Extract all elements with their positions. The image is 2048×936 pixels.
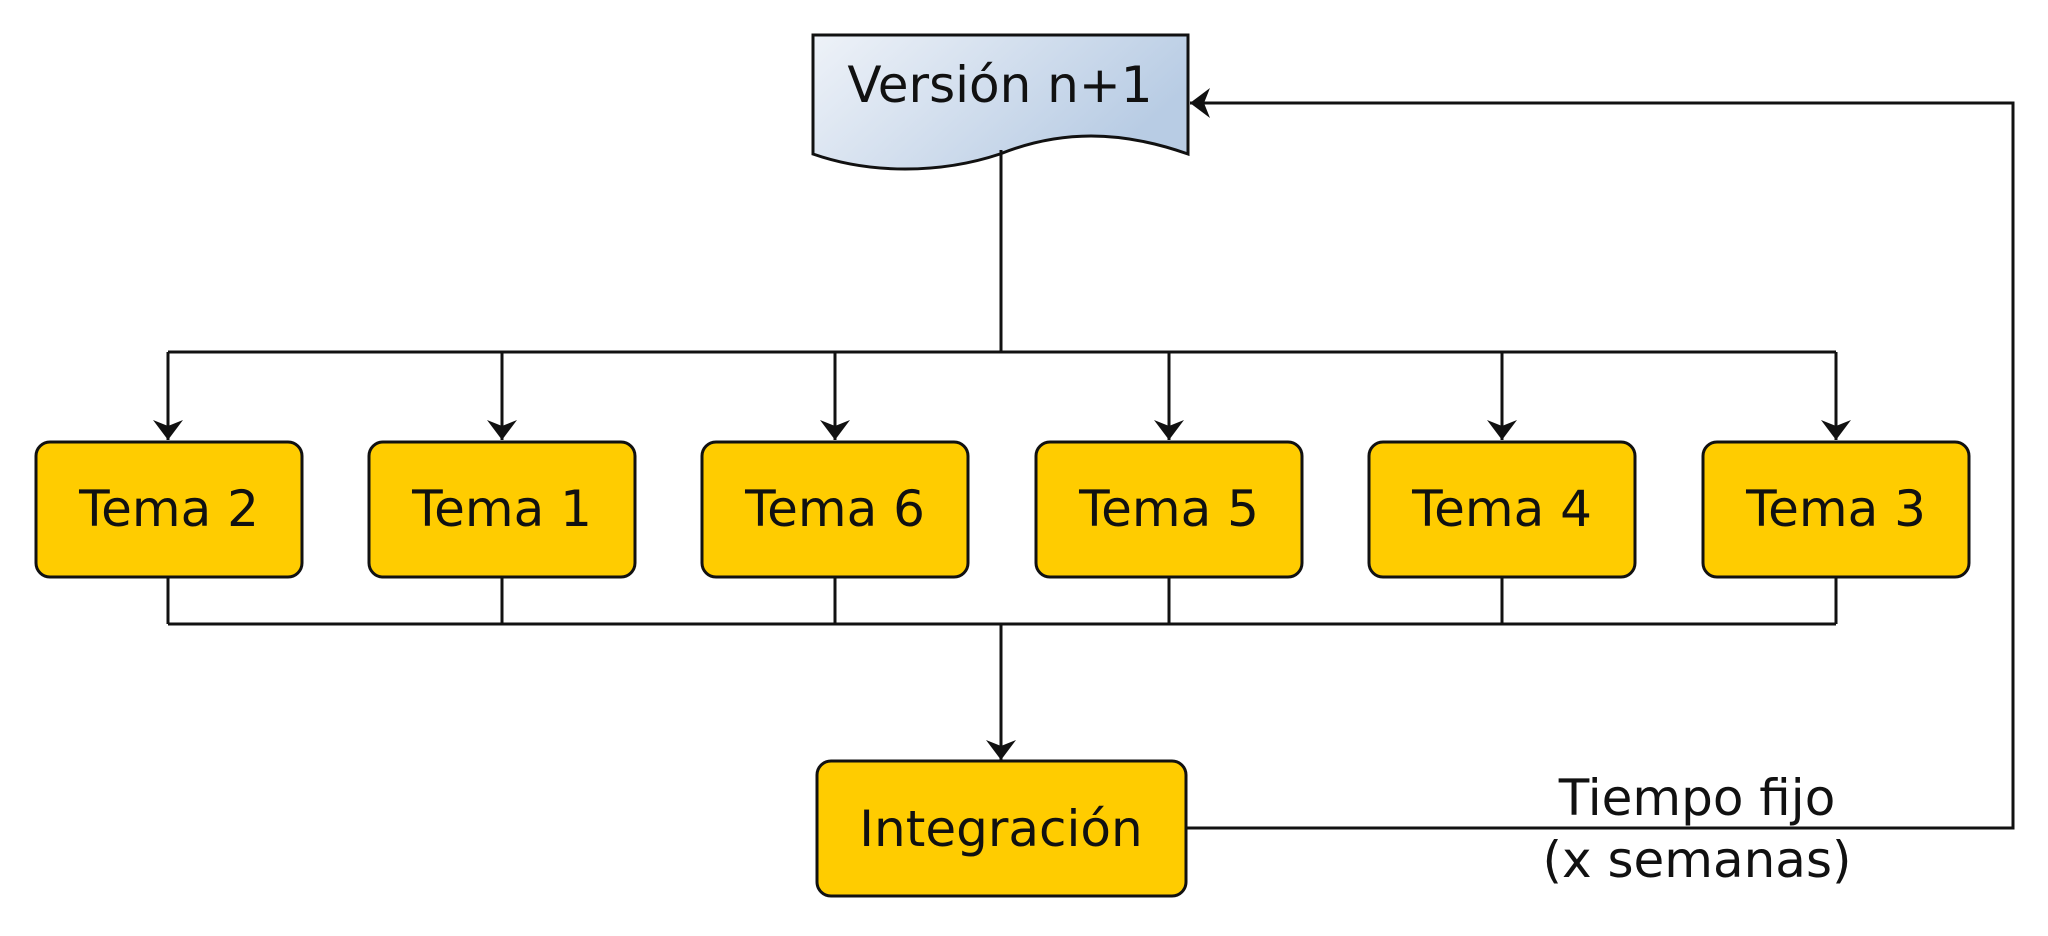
topic-label: Tema 1 [411, 480, 592, 538]
collector-lines [166, 577, 1838, 624]
topic-label: Tema 4 [1411, 480, 1592, 538]
integration-label: Integración [859, 800, 1142, 858]
topic-box-3: Tema 6 [700, 440, 970, 579]
loop-label-line-2: (x semanas) [1542, 831, 1851, 889]
loop-label-line-1: Tiempo fijo [1558, 769, 1836, 827]
version-label: Versión n+1 [847, 56, 1152, 114]
topic-label: Tema 2 [78, 480, 259, 538]
topic-box-6: Tema 3 [1701, 440, 1971, 579]
distribution-arrows [153, 352, 1851, 440]
version-document: Versión n+1 [811, 33, 1190, 171]
topic-box-1: Tema 2 [34, 440, 304, 579]
topic-box-4: Tema 5 [1034, 440, 1304, 579]
topic-label: Tema 5 [1078, 480, 1259, 538]
topic-label: Tema 6 [744, 480, 925, 538]
topic-box-5: Tema 4 [1367, 440, 1637, 579]
topic-label: Tema 3 [1745, 480, 1926, 538]
topic-box-2: Tema 1 [367, 440, 637, 579]
integration-box: Integración [815, 759, 1188, 898]
feedback-loop-line [1186, 88, 2015, 830]
